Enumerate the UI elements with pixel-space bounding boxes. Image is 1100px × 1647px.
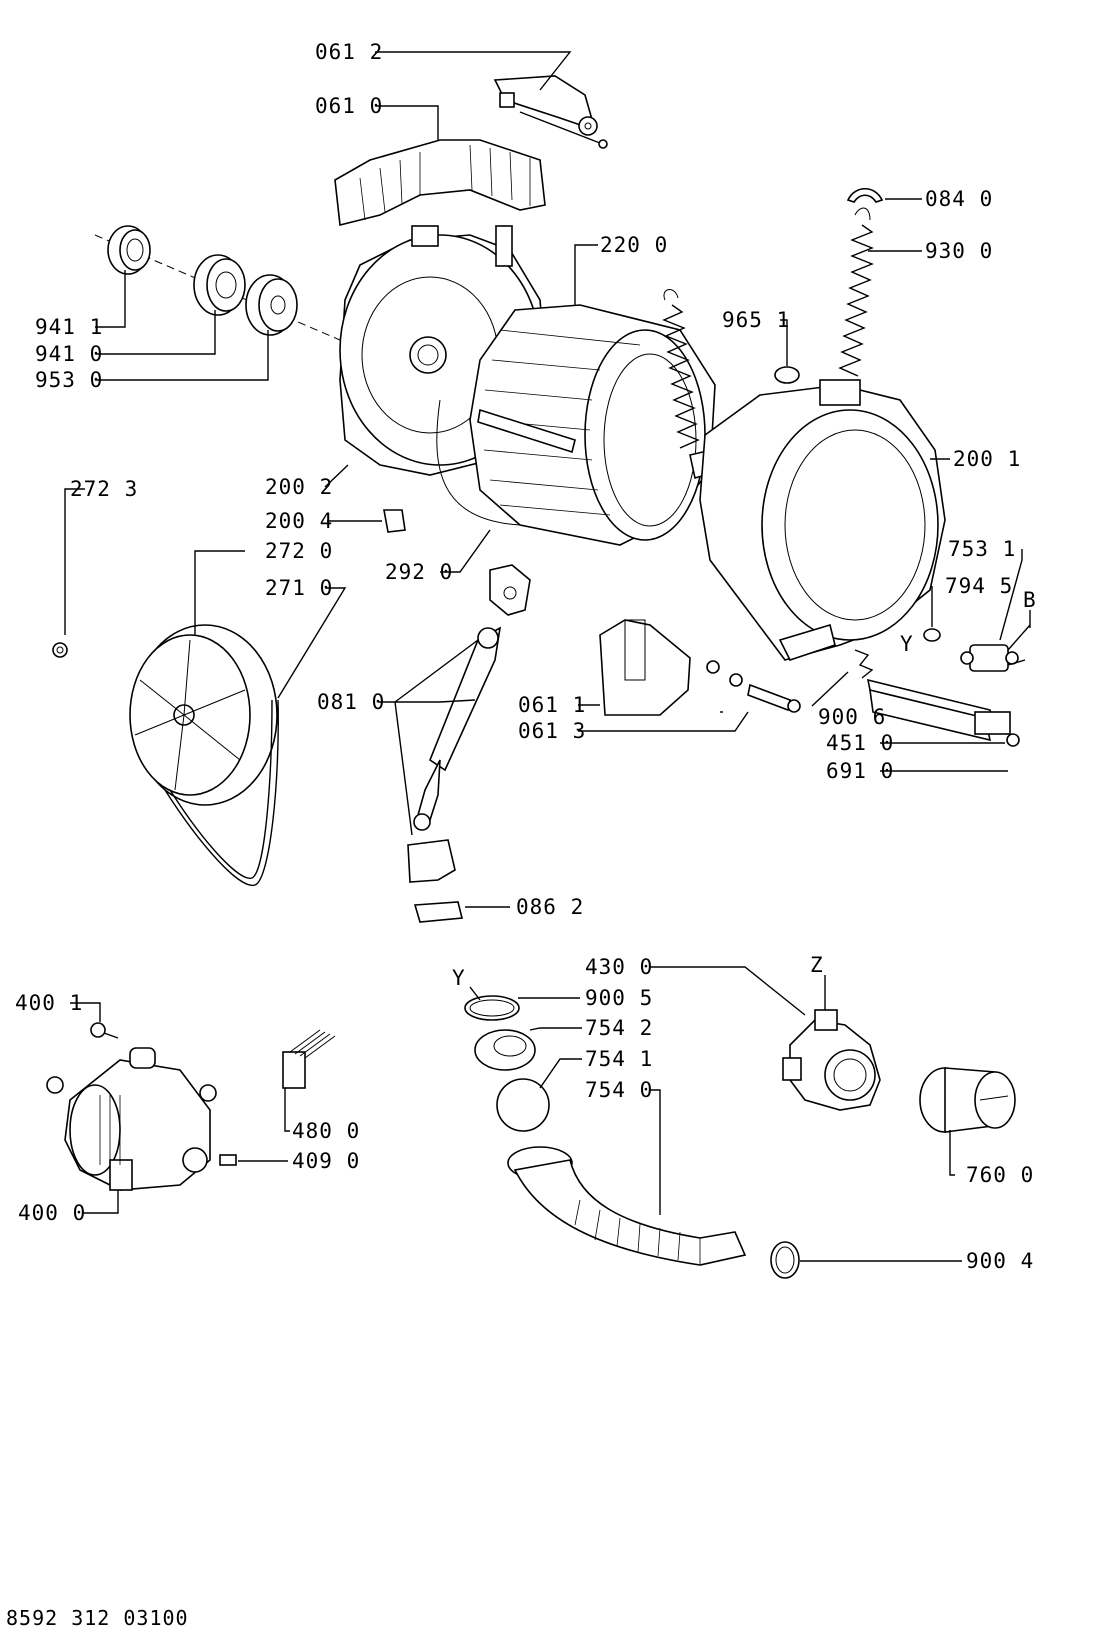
- part-6910-nut: [1006, 733, 1020, 747]
- part-7945-cap: [923, 628, 941, 642]
- part-4001-screw: [90, 1022, 119, 1039]
- label-2720: 272 0: [265, 539, 333, 563]
- label-7542: 754 2: [585, 1016, 653, 1040]
- part-9411-bearing: [107, 225, 151, 275]
- part-9651-cap: [774, 366, 800, 384]
- label-2001: 200 1: [953, 447, 1021, 471]
- part-9530-seal: [245, 274, 298, 336]
- label-0840: 084 0: [925, 187, 993, 211]
- label-7541: 754 1: [585, 1047, 653, 1071]
- label-0810: 081 0: [317, 690, 385, 714]
- part-4510-heater: [866, 678, 1011, 742]
- part-7541-ball: [496, 1078, 550, 1132]
- label-Y1: Y: [900, 632, 914, 656]
- part-2720-pulley: [129, 624, 278, 806]
- label-6910: 691 0: [826, 759, 894, 783]
- part-4800-connector: [282, 1029, 336, 1089]
- label-4800: 480 0: [292, 1119, 360, 1143]
- part-4090-part: [219, 1154, 237, 1166]
- label-2004: 200 4: [265, 509, 333, 533]
- leader-lines: [64, 51, 1031, 1262]
- label-0611: 061 1: [518, 693, 586, 717]
- label-7945: 794 5: [945, 574, 1013, 598]
- label-9411: 941 1: [35, 315, 103, 339]
- label-B: B: [1023, 588, 1037, 612]
- label-4300: 430 0: [585, 955, 653, 979]
- label-9004: 900 4: [966, 1249, 1034, 1273]
- label-7540: 754 0: [585, 1078, 653, 1102]
- label-2710: 271 0: [265, 576, 333, 600]
- part-9300-spring: [838, 207, 874, 377]
- part-0810-shock-absorber: [407, 564, 531, 883]
- label-Y2: Y: [452, 966, 466, 990]
- part-9006-clip: [854, 649, 874, 679]
- part-9410-bearing: [193, 254, 246, 316]
- part-7600-filter: [919, 1067, 1016, 1133]
- label-9005: 900 5: [585, 986, 653, 1010]
- diagram-reference-number: 8592 312 03100: [6, 1606, 189, 1630]
- label-4090: 409 0: [292, 1149, 360, 1173]
- label-4000: 400 0: [18, 1201, 86, 1225]
- label-9300: 930 0: [925, 239, 993, 263]
- part-0611-counterweight: [599, 619, 801, 716]
- label-4001: 400 1: [15, 991, 83, 1015]
- label-2200: 220 0: [600, 233, 668, 257]
- label-7600: 760 0: [966, 1163, 1034, 1187]
- part-2710-belt: [164, 699, 279, 886]
- label-9006: 900 6: [818, 705, 886, 729]
- label-7531: 753 1: [948, 537, 1016, 561]
- part-4300-pump: [782, 1009, 881, 1111]
- part-7542-gasket: [474, 1029, 536, 1071]
- label-Z: Z: [810, 953, 824, 977]
- label-0610: 061 0: [315, 94, 383, 118]
- part-7531-sensor: [960, 624, 1031, 672]
- part-0840-clip: [846, 187, 884, 203]
- part-2723-nut: [52, 642, 68, 658]
- label-0613: 061 3: [518, 719, 586, 743]
- part-4000-motor: [46, 1047, 217, 1191]
- label-2723: 272 3: [70, 477, 138, 501]
- part-0862-clip: [413, 901, 464, 923]
- label-0862: 086 2: [516, 895, 584, 919]
- label-9410: 941 0: [35, 342, 103, 366]
- label-0612: 061 2: [315, 40, 383, 64]
- part-7540-hose: [507, 1146, 747, 1266]
- part-2001-front-tub: [699, 379, 946, 661]
- part-0610-counterweight: [334, 139, 546, 226]
- label-2920: 292 0: [385, 560, 453, 584]
- label-9651: 965 1: [722, 308, 790, 332]
- part-0612-bracket: [493, 75, 608, 149]
- label-2002: 200 2: [265, 475, 333, 499]
- part-2004-clip: [383, 509, 406, 533]
- label-4510: 451 0: [826, 731, 894, 755]
- label-9530: 953 0: [35, 368, 103, 392]
- part-2920-hose: [436, 399, 521, 526]
